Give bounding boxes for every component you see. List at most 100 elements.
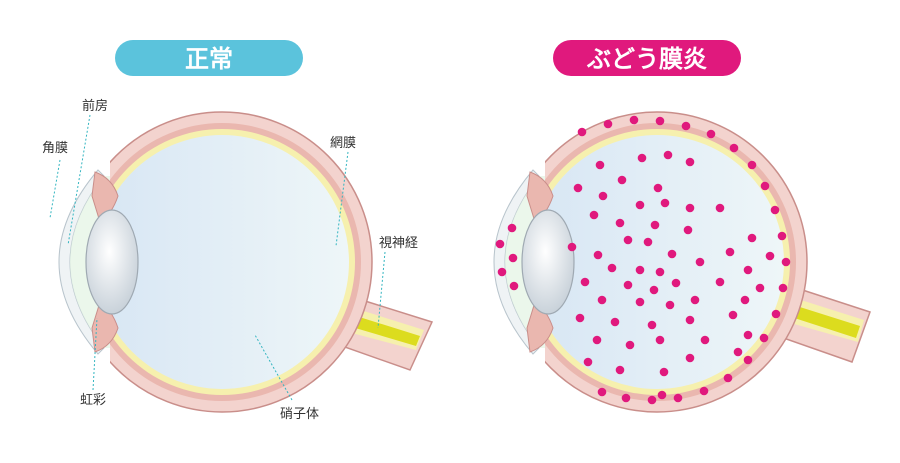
inflammation-dot (589, 210, 599, 220)
inflammation-dot (685, 315, 695, 325)
vitreous-body-uveitis (530, 135, 784, 389)
inflammation-dot (508, 253, 518, 263)
inflammation-dot (643, 237, 653, 247)
inflammation-dot (580, 277, 590, 287)
inflammation-dot (715, 203, 725, 213)
inflammation-dot (649, 285, 659, 295)
inflammation-dot (655, 335, 665, 345)
inflammation-dot (635, 265, 645, 275)
title-uveitis: ぶどう膜炎 (586, 45, 707, 73)
inflammation-dot (728, 310, 738, 320)
title-normal: 正常 (185, 45, 233, 73)
inflammation-dot (759, 333, 769, 343)
inflammation-dot (607, 263, 617, 273)
inflammation-dot (595, 160, 605, 170)
inflammation-dot (733, 347, 743, 357)
inflammation-dot (659, 367, 669, 377)
inflammation-dot (690, 295, 700, 305)
inflammation-dot (635, 200, 645, 210)
inflammation-dot (778, 283, 788, 293)
inflammation-dot (715, 277, 725, 287)
inflammation-dot (507, 223, 517, 233)
inflammation-dot (681, 121, 691, 131)
inflammation-dot (743, 265, 753, 275)
lens (85, 209, 139, 315)
label-anterior-chamber: 前房 (82, 98, 108, 114)
inflammation-dot (667, 249, 677, 259)
inflammation-dot (597, 295, 607, 305)
inflammation-dot (673, 393, 683, 403)
inflammation-dot (755, 283, 765, 293)
inflammation-dot (623, 235, 633, 245)
inflammation-dot (723, 373, 733, 383)
inflammation-dot (653, 183, 663, 193)
inflammation-dot (573, 183, 583, 193)
inflammation-dot (629, 115, 639, 125)
inflammation-dot (647, 320, 657, 330)
inflammation-dot (765, 251, 775, 261)
inflammation-dot (637, 153, 647, 163)
normal-eye: 正常 前房 (40, 40, 434, 422)
inflammation-dot (575, 313, 585, 323)
inflammation-dot (685, 353, 695, 363)
inflammation-dot (777, 231, 787, 241)
inflammation-dot (615, 218, 625, 228)
inflammation-dot (743, 330, 753, 340)
inflammation-dot (495, 239, 505, 249)
uveitis-eye: ぶどう膜炎 (475, 40, 871, 413)
inflammation-dot (743, 355, 753, 365)
inflammation-dot (747, 160, 757, 170)
inflammation-dot (663, 150, 673, 160)
pointer-lines (49, 114, 386, 401)
inflammation-dot (655, 116, 665, 126)
inflammation-dot (621, 393, 631, 403)
inflammation-dot (695, 257, 705, 267)
inflammation-dot (577, 127, 587, 137)
inflammation-dot (615, 365, 625, 375)
inflammation-dot (497, 267, 507, 277)
inflammation-dot (625, 340, 635, 350)
inflammation-dot (592, 335, 602, 345)
inflammation-dot (740, 295, 750, 305)
inflammation-dots (495, 115, 791, 405)
inflammation-dot (685, 203, 695, 213)
label-iris: 虹彩 (80, 393, 106, 408)
label-retina: 網膜 (330, 136, 356, 151)
inflammation-dot (725, 247, 735, 257)
title-pill-uveitis: ぶどう膜炎 (553, 40, 741, 76)
inflammation-dot (623, 280, 633, 290)
inflammation-dot (665, 300, 675, 310)
vitreous-body (95, 135, 349, 389)
inflammation-dot (770, 205, 780, 215)
inflammation-dot (598, 191, 608, 201)
inflammation-dot (729, 143, 739, 153)
inflammation-dot (683, 225, 693, 235)
inflammation-dot (660, 198, 670, 208)
inflammation-dot (597, 387, 607, 397)
inflammation-dot (610, 317, 620, 327)
inflammation-dot (771, 309, 781, 319)
inflammation-dot (647, 395, 657, 405)
inflammation-dot (699, 386, 709, 396)
inflammation-dot (617, 175, 627, 185)
inflammation-dot (657, 390, 667, 400)
inflammation-dot (781, 257, 791, 267)
inflammation-dot (685, 157, 695, 167)
label-cornea: 角膜 (42, 141, 68, 156)
inflammation-dot (650, 220, 660, 230)
inflammation-dot (700, 335, 710, 345)
inflammation-dot (635, 297, 645, 307)
label-optic-nerve: 視神経 (379, 236, 418, 251)
inflammation-dot (567, 242, 577, 252)
inflammation-dot (655, 267, 665, 277)
inflammation-dot (760, 181, 770, 191)
inflammation-dot (747, 233, 757, 243)
inflammation-dot (671, 278, 681, 288)
inflammation-dot (706, 129, 716, 139)
inflammation-dot (603, 119, 613, 129)
inflammation-dot (583, 357, 593, 367)
title-pill-normal: 正常 (115, 40, 303, 76)
label-vitreous: 硝子体 (280, 407, 319, 422)
inflammation-dot (593, 250, 603, 260)
